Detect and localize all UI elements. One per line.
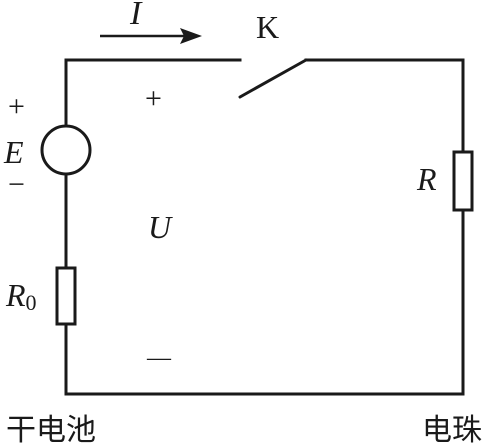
emf-plus-label: +	[8, 90, 25, 123]
switch-blade	[238, 58, 308, 99]
voltage-label: U	[148, 209, 173, 245]
voltage-plus-label: +	[145, 82, 162, 115]
voltage-minus-label: —	[146, 345, 172, 371]
bottom-wire	[64, 208, 465, 396]
top-wire-right	[304, 58, 465, 154]
emf-label: E	[3, 134, 24, 170]
emf-minus-label: −	[8, 168, 25, 201]
current-label: I	[129, 0, 143, 32]
load-resistor	[452, 150, 474, 212]
battery-caption: 干电池	[6, 413, 96, 448]
top-wire-left	[64, 58, 242, 130]
battery-emf-symbol	[40, 124, 92, 176]
bulb-caption: 电珠	[422, 413, 482, 448]
internal-resistance-label: R0	[5, 277, 37, 315]
switch-label: K	[256, 9, 279, 45]
internal-resistor	[55, 266, 77, 326]
current-arrow	[100, 28, 202, 44]
load-resistance-label: R	[416, 161, 437, 197]
